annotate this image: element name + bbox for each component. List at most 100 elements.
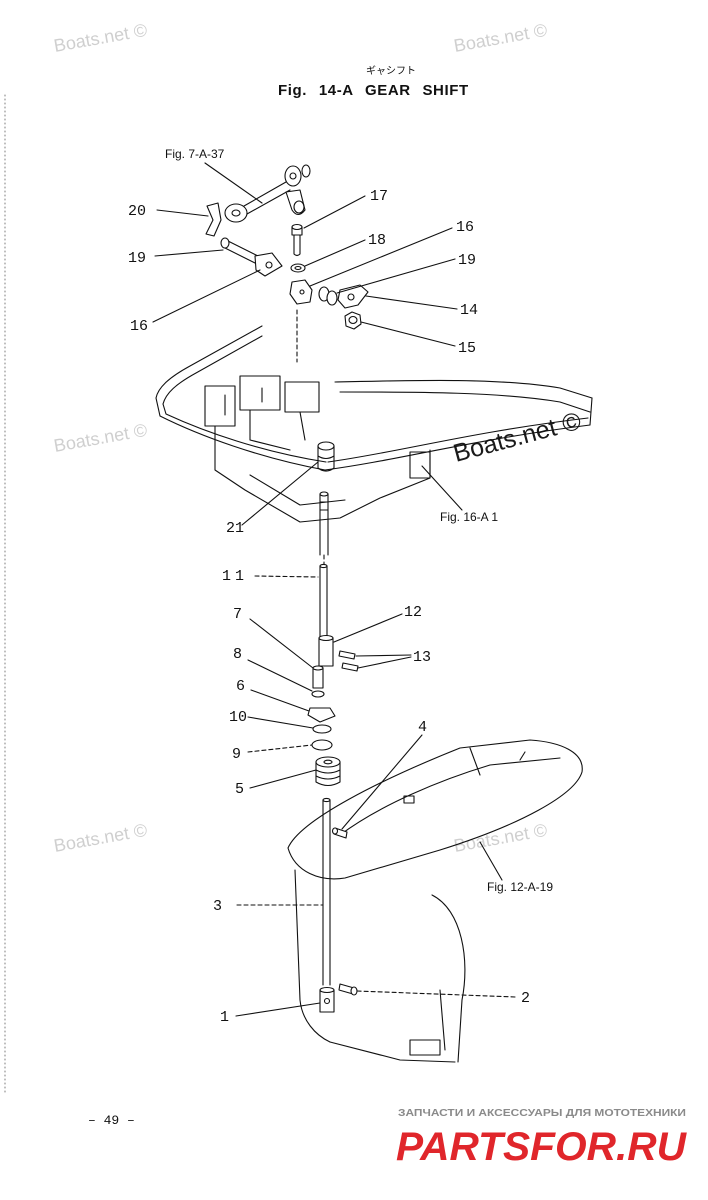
part-16-block-right [289,279,313,305]
cowl-lower-body-inner [249,474,346,506]
part-3-shift-rod [322,799,331,986]
leader-line-1 [235,1002,321,1017]
callout-numbers: 20 19 16 17 18 16 19 14 15 21 11 7 12 13… [128,188,530,1026]
watermark-dark-group: Boats.net © [450,407,584,468]
callout-3: 3 [213,898,222,915]
callout-18: 18 [368,232,386,249]
part-14-lever-hole [347,293,355,301]
cowl-rim-inner-left [162,335,263,405]
leader-line-6 [250,689,310,712]
watermark-top-right: Boats.net © [452,20,548,56]
callout-19-right: 19 [458,252,476,269]
rod-eye-top [284,165,302,187]
leader-lines [152,162,516,1017]
ball-socket-hole [231,209,241,217]
callout-4: 4 [418,719,427,736]
part-11-shift-rod [319,565,328,641]
part-1-coupler [319,989,335,1013]
part-6-tab [307,707,336,723]
leader-line-12 [333,613,403,643]
cowl-rim-front-left [155,397,326,471]
cowl-rim-end-cap [589,397,593,426]
ref-fig-12-a-19: Fig. 12-A-19 [487,880,553,894]
part-12-connector [318,637,334,667]
part-8-washer [311,690,325,698]
part-19-washer-b [326,290,338,306]
cowl-rear-tab [409,451,431,479]
plate-fastener-slot [403,795,415,804]
shift-rod-upper-cap [319,491,329,497]
leader-line-16-right [309,227,453,287]
leader-line-15 [360,321,456,347]
leader-line-5 [249,769,317,789]
leader-line-fig-12-a-19 [479,841,503,881]
clevis-fork-end [293,200,305,214]
cowl-rim-front-inner [162,403,327,463]
diagram-header: ギャシフト Fig. 14-A GEAR SHIFT [278,65,469,99]
part-16-eye-hole-left [265,261,273,269]
cowl-rim-top-right-inner [339,391,591,413]
part-16-block-hole [299,289,305,295]
part-1-coupler-top [319,986,335,994]
gearcase-skeg [431,894,466,1063]
ball-socket [224,203,248,223]
bottom-cowl-outline [155,325,593,523]
cowl-internal-box-a [204,385,236,427]
gearcase-bottom-edge [329,1041,456,1063]
part-3-rod-cap [322,797,331,803]
leader-line-19-right [336,258,456,294]
watermark-mid-left: Boats.net © [52,420,148,456]
callout-8: 8 [233,646,242,663]
lower-unit-outline [287,739,583,1063]
watermark-large: Boats.net © [450,407,584,468]
line-art [152,162,593,1063]
callout-16-right: 16 [456,219,474,236]
callout-12: 12 [404,604,422,621]
page-number-group: – 49 – [88,1113,135,1128]
cowl-rim-bottom-right [324,424,591,471]
ref-fig-7-a-37: Fig. 7-A-37 [165,147,225,161]
leader-line-2 [356,990,516,998]
part-21-grommet-body [317,445,335,472]
page-title: Fig. 14-A GEAR SHIFT [278,82,469,99]
callout-15: 15 [458,340,476,357]
leader-line-fig-7-a-37 [204,162,263,204]
callout-7: 7 [233,606,242,623]
callout-6: 6 [236,678,245,695]
leader-line-20 [156,209,209,217]
shift-rod-stack [307,441,359,787]
part-17-bolt-body [291,226,303,257]
footer-tagline: ЗАПЧАСТИ И АКСЕССУАРЫ ДЛЯ МОТОТЕХНИКИ [398,1107,686,1119]
cowl-internal-box-c [284,381,320,413]
callout-20: 20 [128,203,146,220]
cowl-rim-top-right [334,379,593,399]
callout-10: 10 [229,709,247,726]
part-13-pin-b [341,662,359,672]
part-17-bolt-head [291,223,303,231]
watermark-top-left: Boats.net © [52,20,148,56]
leader-line-14 [365,295,458,310]
callout-21: 21 [226,520,244,537]
cable-rod-fig-7-a-37 [243,181,291,215]
part-19-rod-left [222,239,263,266]
leader-line-11 [254,575,319,578]
callout-19-left: 19 [128,250,146,267]
reference-labels: Fig. 7-A-37 Fig. 16-A 1 Fig. 12-A-19 [165,147,553,894]
part-13-pin-a [338,650,356,660]
shift-rod-upper [319,493,329,556]
callout-11: 11 [222,568,248,585]
leader-line-19-left [154,249,224,257]
page-number: – 49 – [88,1113,135,1128]
cowl-rim-outer-left [155,325,263,399]
part-18-washer-hole [294,265,302,271]
leader-line-17 [303,195,366,229]
footer-logo-group: PARTSFOR.RU [396,1125,687,1169]
callout-14: 14 [460,302,478,319]
leader-line-18 [304,239,366,267]
gearcase-bottom-plug [409,1039,441,1056]
cowl-rim-bottom-right-inner [327,417,589,463]
callout-13: 13 [413,649,431,666]
footer-logo: PARTSFOR.RU [396,1125,687,1169]
leader-line-10 [247,716,314,729]
